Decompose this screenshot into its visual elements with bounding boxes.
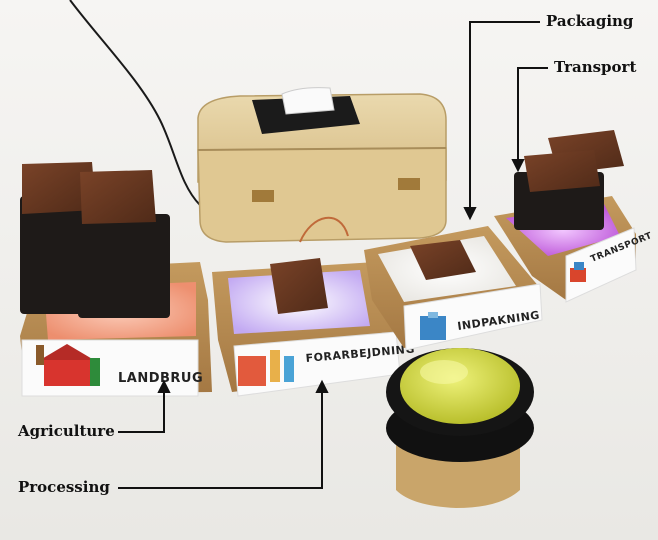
- wooden-printer-box: [197, 87, 447, 243]
- tile-processing: [270, 258, 328, 314]
- label-processing: Processing: [18, 478, 110, 496]
- transport-station: TRANSPORT: [494, 130, 654, 303]
- packaging-icon: [420, 312, 446, 340]
- hinge-right: [398, 178, 420, 190]
- label-agriculture: Agriculture: [18, 422, 115, 440]
- hinge-left: [252, 190, 274, 202]
- arrow-processing: [118, 379, 329, 489]
- truck-icon: [570, 262, 586, 282]
- arrow-packaging: [463, 21, 540, 221]
- arrow-transport: [511, 67, 548, 173]
- tile-stack-transport: [514, 130, 624, 230]
- packaging-wire: [299, 216, 349, 243]
- packaging-station: INDPAKNING: [299, 216, 543, 351]
- box-label-landbrug: LANDBRUG: [118, 371, 203, 386]
- label-packaging: Packaging: [546, 12, 634, 30]
- big-yellow-button: [386, 348, 534, 508]
- tile-packaging: [410, 240, 476, 280]
- power-cable: [69, 0, 201, 206]
- factory-icon: [238, 350, 294, 386]
- agriculture-station: LANDBRUG: [20, 162, 212, 397]
- farm-barn-icon: [36, 344, 100, 386]
- arrow-agriculture: [118, 379, 171, 433]
- label-transport: Transport: [554, 58, 637, 76]
- processing-station: FORARBEJDNING: [212, 258, 415, 397]
- receipt-paper: [281, 87, 335, 115]
- tile-stack-agriculture: [20, 162, 170, 318]
